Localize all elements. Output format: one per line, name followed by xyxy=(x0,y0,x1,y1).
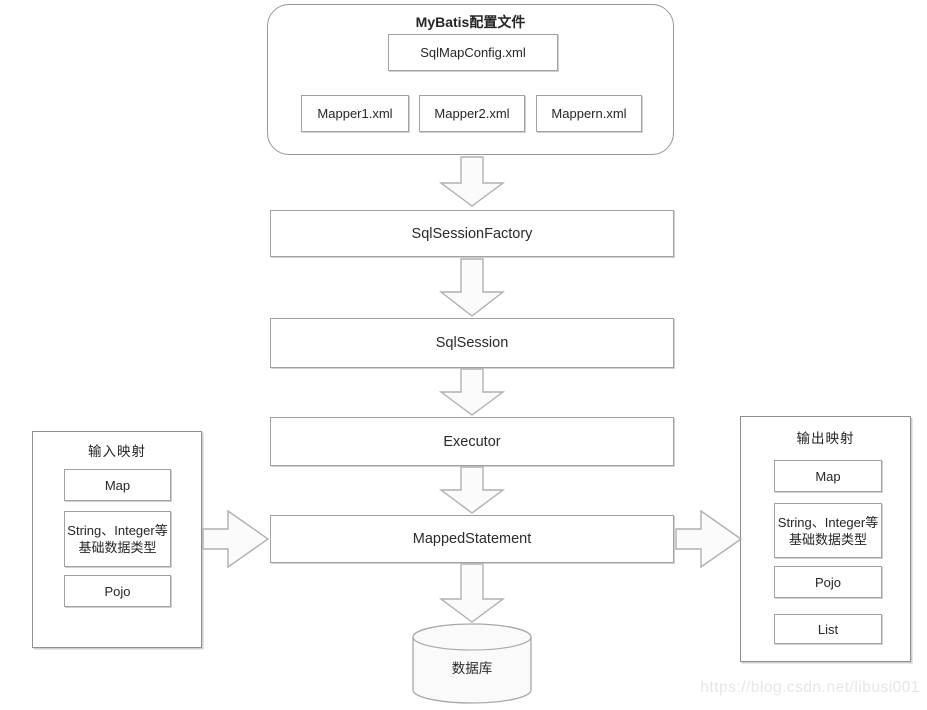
down-arrow-session-to-executor xyxy=(438,368,506,416)
database-cylinder-top-edge xyxy=(412,636,532,651)
executor-box: Executor xyxy=(270,417,674,466)
config-container-title: MyBatis配置文件 xyxy=(415,14,526,30)
output-panel-title: 输出映射 xyxy=(796,431,855,446)
output-list-box: List xyxy=(774,614,882,644)
watermark-text: https://blog.csdn.net/libusi001 xyxy=(700,679,920,696)
input-mapping-panel: 输入映射 Map String、Integer等基础数据类型 Pojo xyxy=(32,431,202,648)
config-files-container: MyBatis配置文件 SqlMapConfig.xml Mapper1.xml… xyxy=(267,4,674,155)
output-basic-types-box: String、Integer等基础数据类型 xyxy=(774,503,882,558)
output-mapping-panel: 输出映射 Map String、Integer等基础数据类型 Pojo List xyxy=(740,416,911,662)
down-arrow-statement-to-database xyxy=(438,563,506,623)
mapper2-box: Mapper2.xml xyxy=(419,95,525,132)
sqlsessionfactory-box: SqlSessionFactory xyxy=(270,210,674,257)
mappedstatement-box: MappedStatement xyxy=(270,515,674,563)
down-arrow-factory-to-session xyxy=(438,258,506,317)
input-basic-types-box: String、Integer等基础数据类型 xyxy=(64,511,171,567)
input-pojo-box: Pojo xyxy=(64,575,171,607)
sqlsession-box: SqlSession xyxy=(270,318,674,368)
right-arrow-statement-to-output xyxy=(675,509,743,569)
right-arrow-input-to-statement xyxy=(202,509,270,569)
input-map-box: Map xyxy=(64,469,171,501)
down-arrow-config-to-factory xyxy=(438,156,506,207)
output-pojo-box: Pojo xyxy=(774,566,882,598)
database-label: 数据库 xyxy=(451,661,493,676)
mapper1-box: Mapper1.xml xyxy=(301,95,409,132)
input-panel-title: 输入映射 xyxy=(88,444,146,459)
sqlmapconfig-box: SqlMapConfig.xml xyxy=(388,34,558,71)
output-map-box: Map xyxy=(774,460,882,492)
mappern-box: Mappern.xml xyxy=(536,95,642,132)
down-arrow-executor-to-statement xyxy=(438,466,506,514)
